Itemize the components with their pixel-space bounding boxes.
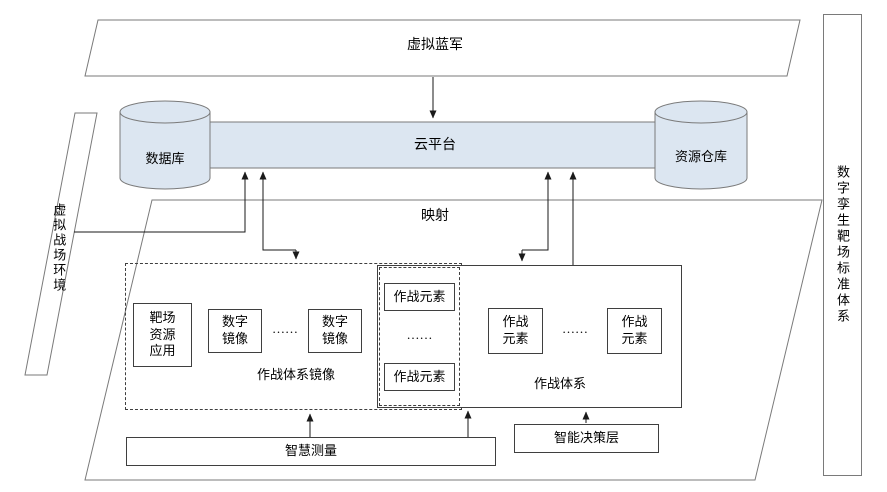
- digital-mirror-box-1: 数字镜像: [208, 309, 262, 353]
- top-banner-label: 虚拟蓝军: [407, 38, 463, 53]
- main-plane-shape: [84, 199, 823, 481]
- resource-warehouse-cylinder: [654, 100, 748, 190]
- cloud-platform-bar: [164, 121, 702, 169]
- intelligent-decision-box: 智能决策层: [514, 424, 659, 453]
- database-cylinder: [119, 100, 211, 190]
- element-column-ellipsis: ……: [406, 327, 433, 342]
- combat-system-label: 作战体系: [533, 376, 586, 391]
- mapping-label: 映射: [421, 209, 449, 224]
- database-label: 数据库: [145, 151, 185, 166]
- combat-element-box-2: 作战元素: [607, 308, 662, 354]
- element-mirror-column: [379, 267, 460, 406]
- arrow-leftpanel-to-cloud: [74, 171, 249, 233]
- mirror-system-label: 作战体系镜像: [256, 367, 335, 382]
- combat-element-column-bottom: 作战元素: [384, 363, 455, 391]
- virtual-blue-army-shape: [84, 19, 801, 77]
- cloud-platform-label: 云平台: [414, 138, 456, 153]
- arrow-mirror-to-cloud: [259, 171, 296, 251]
- mirror-ellipsis: ……: [272, 321, 298, 336]
- smart-measurement-box: 智慧测量: [126, 437, 496, 466]
- virtual-battlefield-shape: [24, 112, 98, 376]
- combat-ellipsis: ……: [562, 321, 588, 336]
- combat-element-box-1: 作战元素: [488, 308, 543, 354]
- standard-system-panel: 数字孪生靶场标准体系: [823, 14, 862, 476]
- range-resource-app-box: 靶场资源应用: [133, 303, 192, 367]
- connector-arrows: [74, 77, 590, 437]
- combat-element-column-top: 作战元素: [384, 283, 455, 311]
- virtual-battlefield-label: 虚拟战场环境: [51, 203, 67, 293]
- arrow-combat-to-cloud-1: [522, 171, 552, 251]
- resource-warehouse-label: 资源仓库: [674, 149, 727, 164]
- digital-mirror-box-2: 数字镜像: [308, 309, 362, 353]
- standard-system-label: 数字孪生靶场标准体系: [835, 165, 850, 325]
